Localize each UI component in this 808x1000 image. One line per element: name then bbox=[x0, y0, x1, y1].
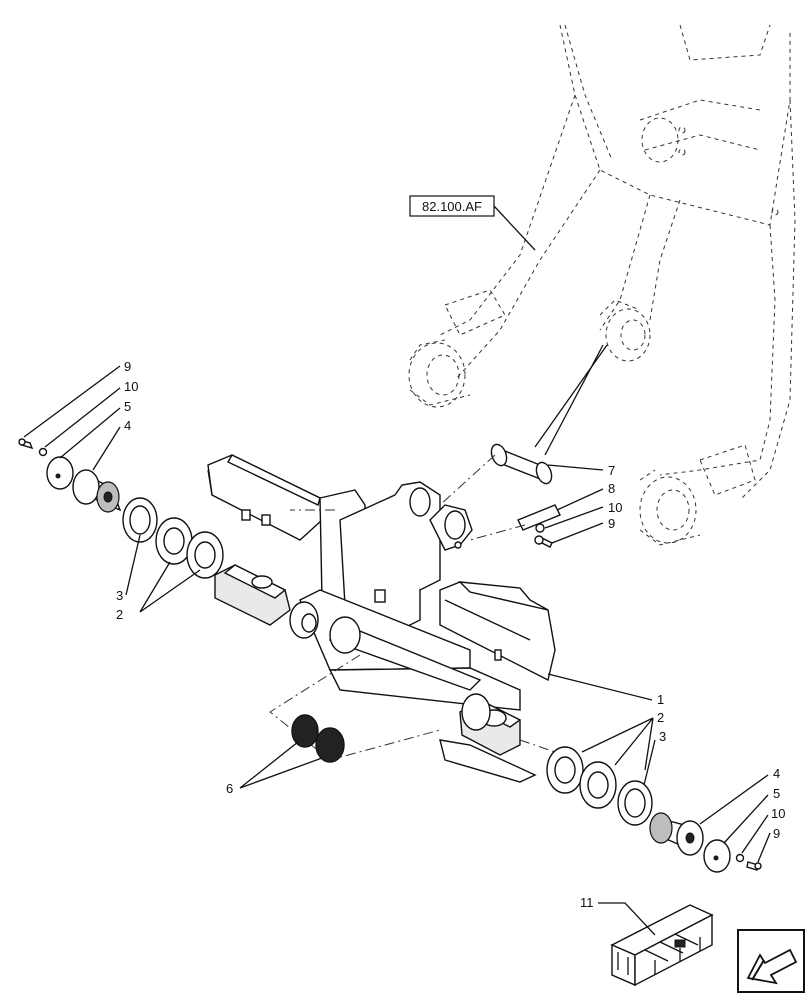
reference-label: 82.100.AF bbox=[422, 199, 482, 214]
shim-2-left-b bbox=[186, 531, 224, 579]
reference-leader bbox=[493, 205, 536, 251]
reference-box[interactable]: 82.100.AF bbox=[409, 195, 495, 217]
nav-arrow-icon[interactable] bbox=[737, 929, 805, 993]
shim-3-right bbox=[617, 780, 653, 826]
kit-box-icon[interactable] bbox=[610, 904, 714, 987]
callout-5-right-leader bbox=[723, 794, 769, 844]
callout-7-leader bbox=[547, 464, 604, 471]
callout-2-right-leader bbox=[581, 717, 654, 771]
callout-9-mid: 9 bbox=[608, 516, 615, 531]
callout-9-right: 9 bbox=[773, 826, 780, 841]
shim-2-right-a bbox=[546, 746, 584, 794]
callout-11: 11 bbox=[580, 895, 594, 910]
seal-ring-6-b bbox=[315, 727, 345, 763]
shim-3-left bbox=[122, 497, 158, 543]
frame-1 bbox=[207, 454, 556, 783]
pin-leader-b bbox=[544, 344, 604, 456]
callout-4-left: 4 bbox=[124, 418, 131, 433]
callout-5-left: 5 bbox=[124, 399, 131, 414]
bolt-9-mid bbox=[534, 535, 553, 548]
pin-7 bbox=[490, 443, 553, 485]
callout-8-leader bbox=[556, 488, 604, 511]
bushing-4-right bbox=[649, 812, 704, 856]
callout-2-left-leader bbox=[139, 561, 201, 613]
bolt-9-right bbox=[746, 861, 762, 871]
callout-6-leader bbox=[239, 741, 323, 789]
callout-6: 6 bbox=[226, 781, 233, 796]
callout-3-right: 3 bbox=[659, 729, 666, 744]
pin-leader-a bbox=[534, 344, 608, 448]
callout-9-mid-leader bbox=[551, 522, 604, 544]
callout-8: 8 bbox=[608, 481, 615, 496]
callout-1: 1 bbox=[657, 692, 664, 707]
callout-9-left: 9 bbox=[124, 359, 131, 374]
callout-5-right: 5 bbox=[773, 786, 780, 801]
callout-9-left-leader bbox=[23, 365, 121, 438]
callout-10-right: 10 bbox=[771, 806, 785, 821]
callout-7: 7 bbox=[608, 463, 615, 478]
retainer-plate-8 bbox=[517, 504, 561, 531]
shim-2-right-b bbox=[579, 761, 617, 809]
washer-10-mid bbox=[535, 523, 545, 533]
callout-9-right-leader bbox=[757, 832, 771, 863]
callout-10-mid-leader bbox=[544, 506, 604, 529]
cover-plate-5-right bbox=[703, 839, 731, 873]
right-pin-centerline bbox=[519, 739, 556, 753]
callout-11-leader bbox=[598, 902, 656, 936]
callout-10-right-leader bbox=[741, 814, 769, 854]
washer-10-left bbox=[38, 447, 48, 457]
callout-1-leader bbox=[547, 673, 653, 701]
callout-4-right: 4 bbox=[773, 766, 780, 781]
callout-10-left: 10 bbox=[124, 379, 138, 394]
bushing-4-left bbox=[72, 469, 122, 513]
cover-plate-5-left bbox=[46, 456, 74, 490]
callout-2-left: 2 bbox=[116, 607, 123, 622]
callout-10-mid: 10 bbox=[608, 500, 622, 515]
seal-ring-6-a bbox=[291, 714, 319, 748]
bolt-9-left bbox=[18, 438, 34, 450]
callout-3-left-leader bbox=[125, 534, 141, 596]
callout-5-left-leader bbox=[59, 407, 121, 459]
callout-3-left: 3 bbox=[116, 588, 123, 603]
pin-centerline bbox=[439, 454, 496, 506]
callout-10-left-leader bbox=[44, 387, 121, 448]
callout-4-left-leader bbox=[92, 426, 121, 471]
callout-4-right-leader bbox=[699, 774, 769, 825]
callout-2-right: 2 bbox=[657, 710, 664, 725]
callout-3-right-leader bbox=[643, 739, 656, 786]
loader-arm-phantom bbox=[408, 24, 796, 546]
washer-10-right bbox=[735, 853, 745, 863]
bolt-centerline bbox=[469, 524, 526, 541]
callout-labels: 9 10 5 4 3 2 7 8 10 9 1 2 3 4 5 10 9 6 1… bbox=[116, 359, 785, 910]
